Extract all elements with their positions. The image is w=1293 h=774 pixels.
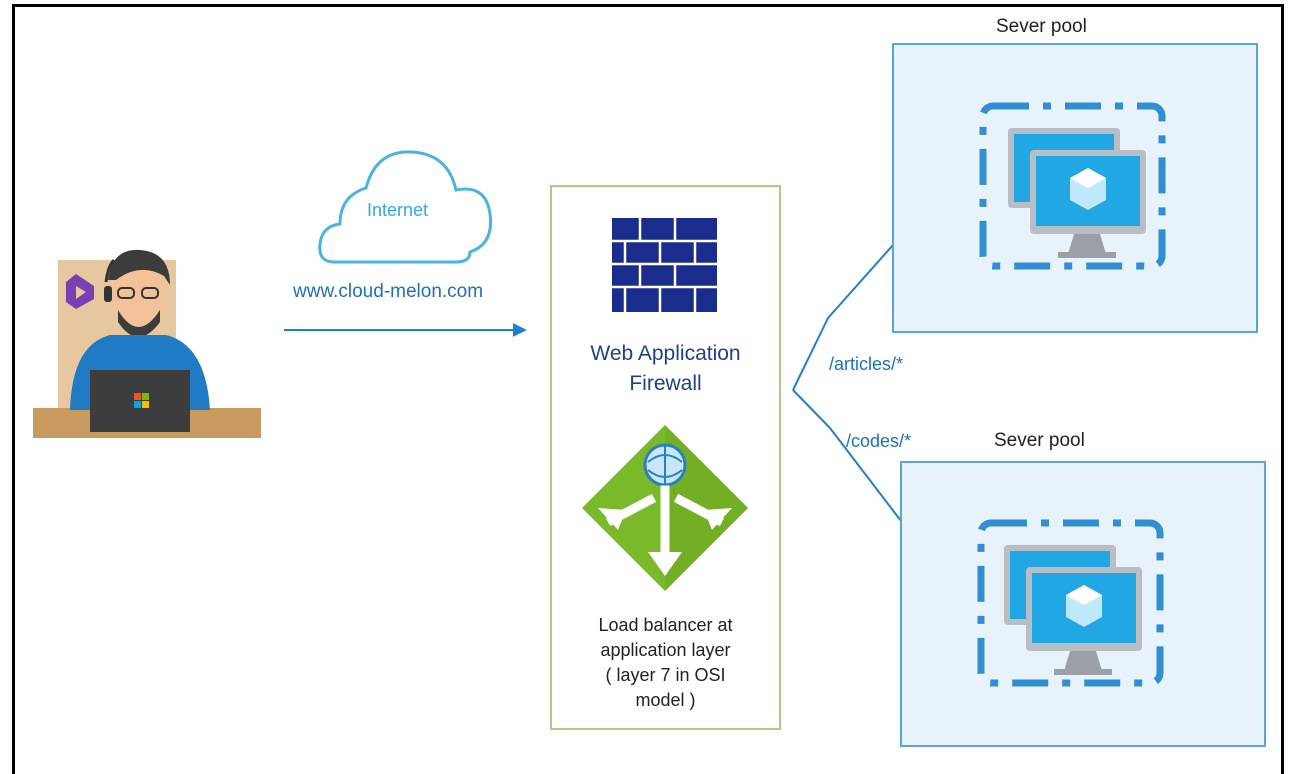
waf-container [550,185,781,730]
firewall-icon [612,218,717,312]
virtual-machines-icon [979,102,1166,270]
caption-line-2: application layer [600,640,731,660]
caption-line-3: ( layer 7 in OSI [605,665,726,685]
developer-icon [33,249,261,438]
waf-title-line-2: Firewall [629,372,702,395]
waf-title: Web Application Firewall [550,339,781,399]
application-gateway-icon [582,425,748,591]
caption-line-4: model ) [635,690,696,710]
route-codes-label: /codes/* [846,431,912,451]
virtual-machines-icon [977,519,1164,687]
load-balancer-caption: Load balancer at application layer ( lay… [550,613,781,713]
internet-label: Internet [367,200,429,220]
cloud-icon [318,150,493,264]
server-pool-title: Sever pool [994,430,1085,451]
diagram-frame [12,4,1284,774]
route-articles-label: /articles/* [829,354,904,374]
caption-line-1: Load balancer at [598,615,733,635]
visual-studio-logo-icon [66,274,94,309]
url-label: www.cloud-melon.com [293,281,484,302]
server-pool-title: Sever pool [996,16,1087,37]
waf-title-line-1: Web Application [590,342,741,365]
